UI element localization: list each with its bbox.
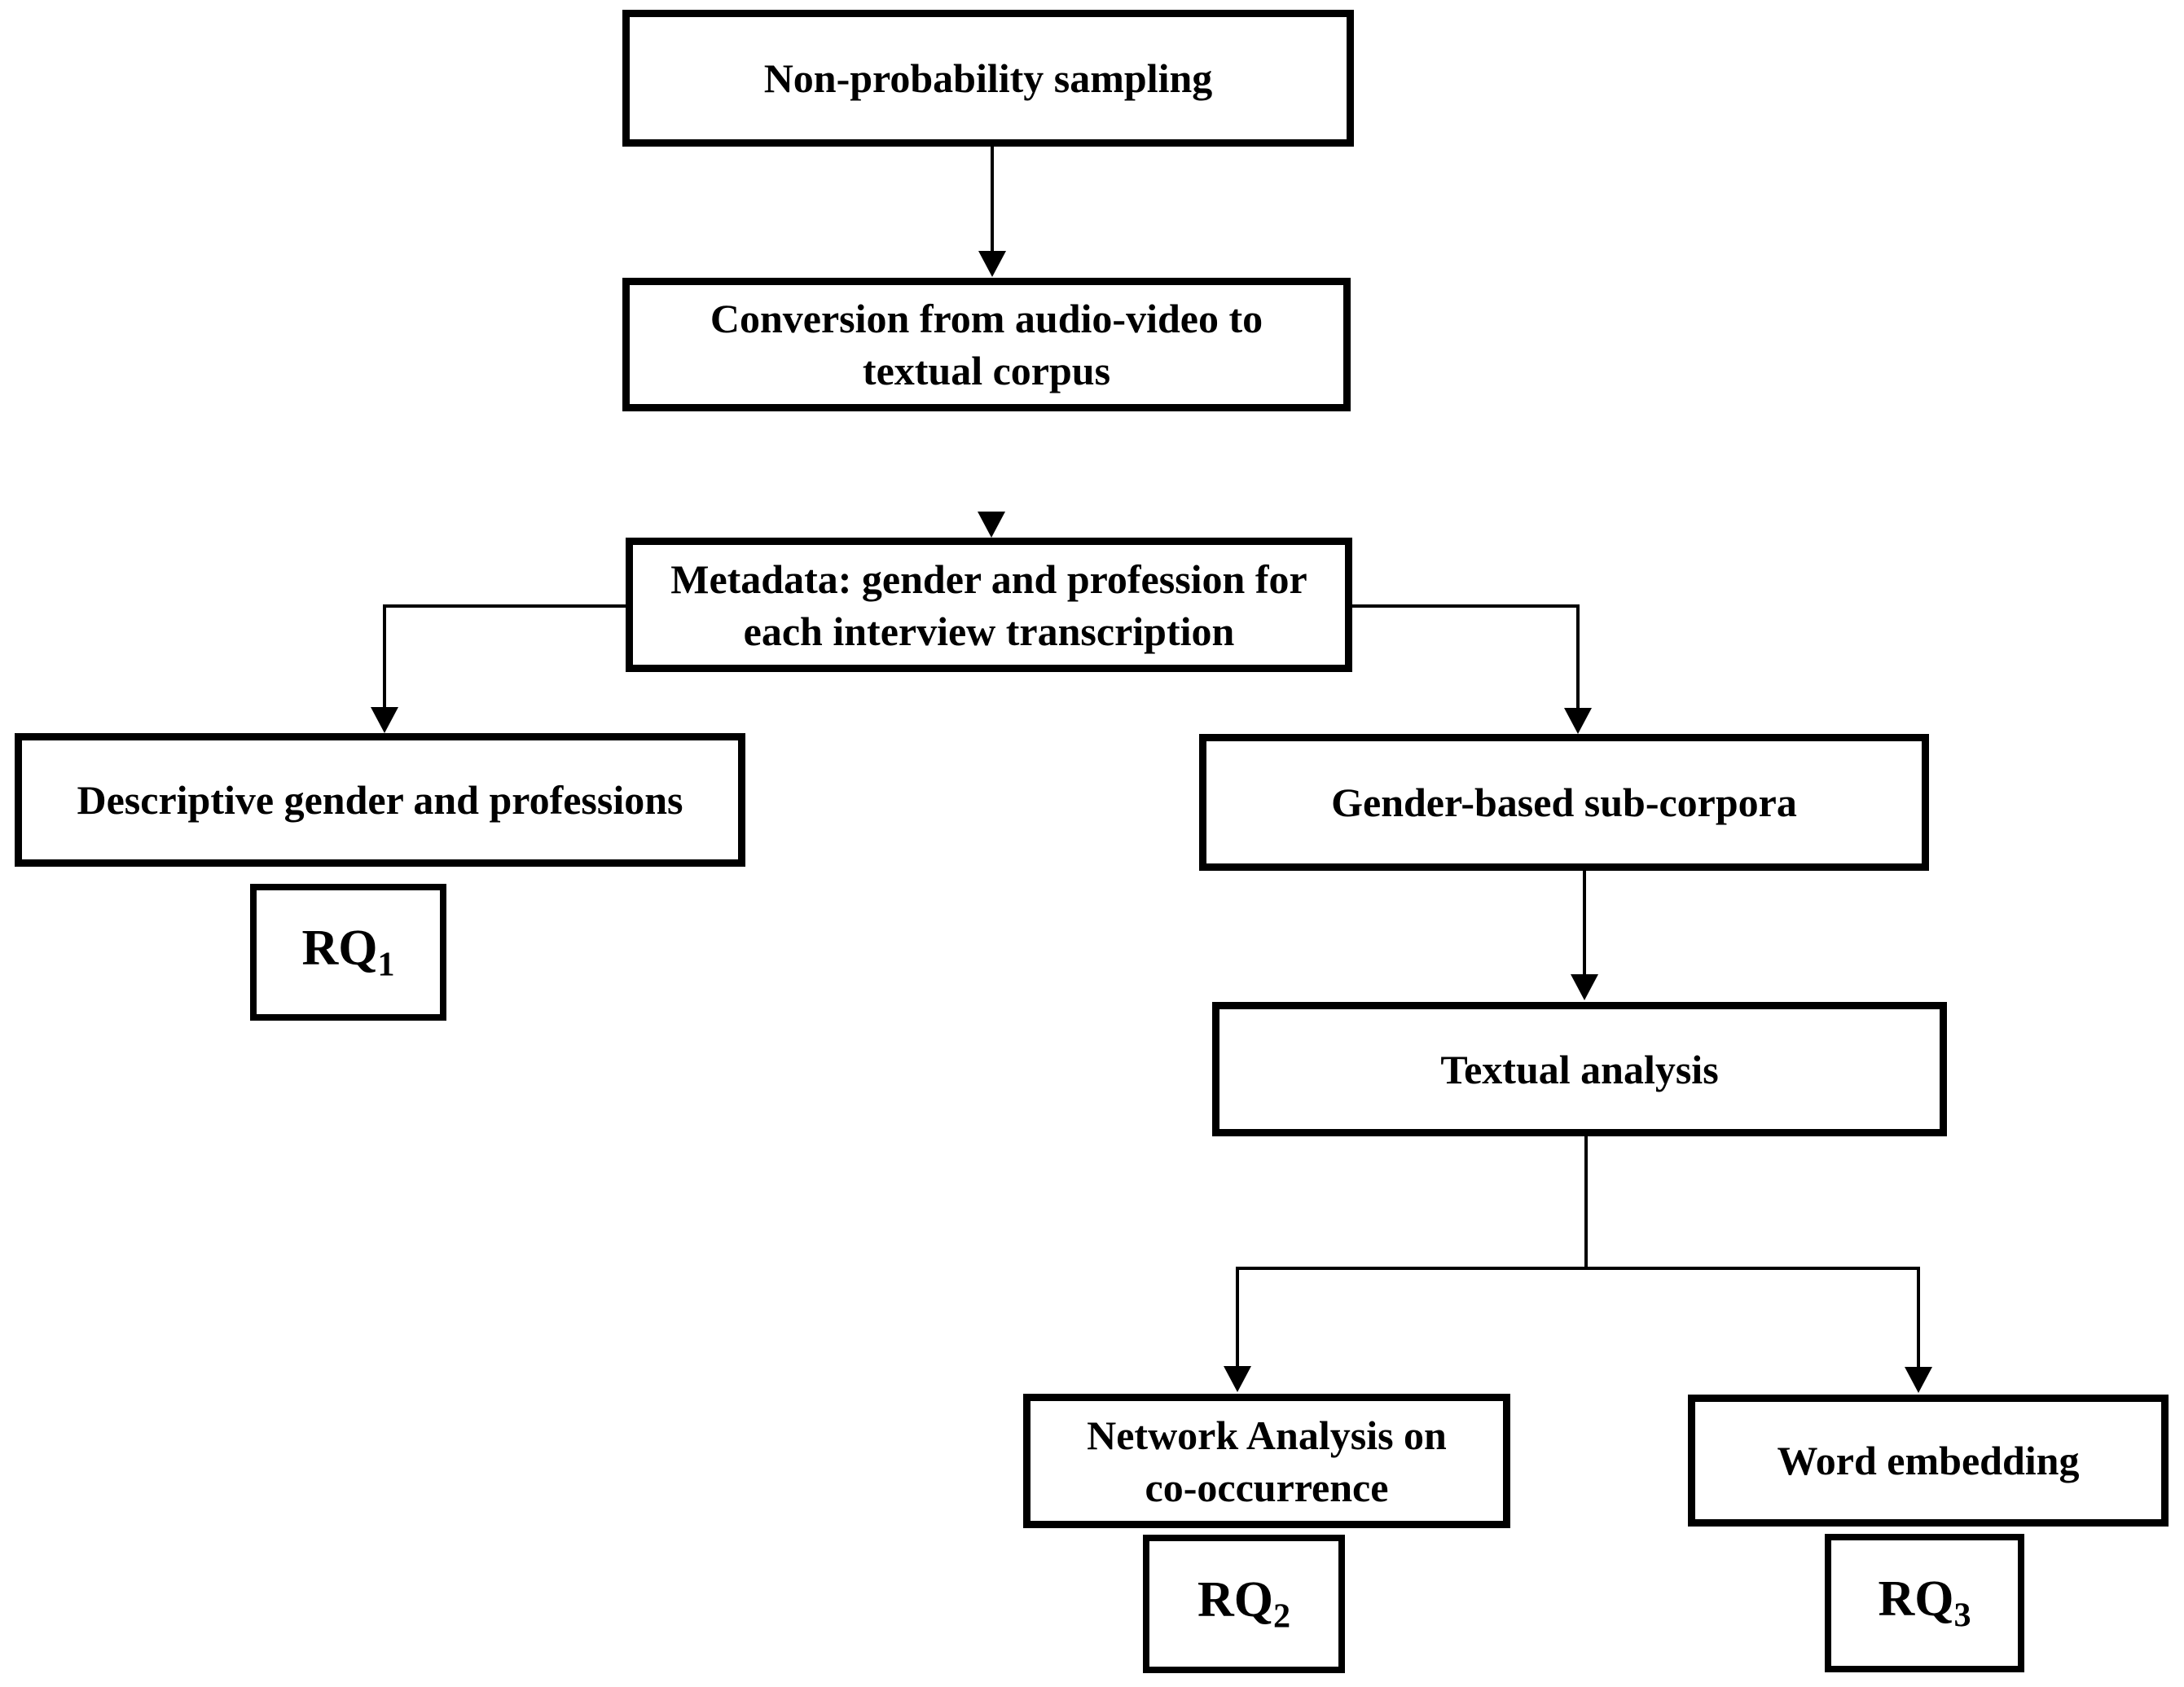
connector-junction-to-network-vline: [1236, 1267, 1239, 1366]
node-non-probability-sampling-label: Non-probability sampling: [763, 55, 1213, 101]
connector-subcorpora-to-textual-arrowhead-icon: [1571, 974, 1598, 1000]
node-word-embedding: Word embedding: [1688, 1395, 2169, 1527]
node-descriptive-gender-professions-label: Descriptive gender and professions: [77, 777, 683, 823]
rq1-base: RQ: [301, 920, 378, 976]
connector-metadata-to-subcorpora-vline: [1576, 604, 1580, 708]
connector-junction-to-embedding-arrowhead-icon: [1905, 1367, 1932, 1393]
connector-metadata-to-descriptive-vline: [383, 604, 386, 707]
node-word-embedding-label: Word embedding: [1777, 1438, 2080, 1483]
connector-junction-hline: [1236, 1267, 1920, 1270]
rq3-subscript: 3: [1953, 1596, 1971, 1635]
node-conversion-audio-video-label: Conversion from audio-video to textual c…: [710, 296, 1263, 393]
connector-metadata-to-subcorpora-arrowhead-icon: [1564, 708, 1592, 734]
connector-subcorpora-to-textual-line: [1583, 871, 1586, 976]
node-rq3-label: RQ3: [1878, 1574, 1971, 1633]
rq1-subscript: 1: [377, 945, 395, 984]
node-rq1-label: RQ1: [301, 923, 394, 982]
connector-junction-to-embedding-vline: [1917, 1267, 1920, 1367]
connector-junction-to-network-arrowhead-icon: [1224, 1366, 1251, 1392]
connector-metadata-to-subcorpora-hline: [1352, 604, 1580, 608]
rq3-base: RQ: [1878, 1571, 1954, 1627]
node-rq2: RQ2: [1143, 1535, 1345, 1673]
node-rq1: RQ1: [250, 884, 446, 1021]
rq2-subscript: 2: [1272, 1597, 1291, 1636]
node-gender-based-sub-corpora: Gender-based sub-corpora: [1199, 734, 1929, 871]
connector-sampling-to-conversion-arrowhead-icon: [978, 251, 1006, 277]
connector-textual-to-junction-vline: [1584, 1136, 1588, 1268]
node-textual-analysis-label: Textual analysis: [1440, 1046, 1719, 1092]
connector-metadata-to-descriptive-hline: [385, 604, 626, 608]
node-network-analysis-co-occurrence-label: Network Analysis on co-occurrence: [1087, 1412, 1447, 1510]
node-metadata-label: Metadata: gender and profession for each…: [670, 556, 1307, 654]
node-network-analysis-co-occurrence: Network Analysis on co-occurrence: [1023, 1394, 1510, 1528]
node-metadata: Metadata: gender and profession for each…: [626, 538, 1352, 672]
connector-sampling-to-conversion-line: [991, 147, 994, 251]
node-conversion-audio-video: Conversion from audio-video to textual c…: [622, 278, 1351, 411]
connector-conversion-to-metadata-arrowhead-icon: [978, 512, 1005, 538]
node-descriptive-gender-professions: Descriptive gender and professions: [15, 733, 745, 867]
node-gender-based-sub-corpora-label: Gender-based sub-corpora: [1331, 780, 1797, 825]
node-rq2-label: RQ2: [1197, 1575, 1290, 1634]
node-non-probability-sampling: Non-probability sampling: [622, 10, 1354, 147]
node-rq3: RQ3: [1825, 1534, 2024, 1672]
node-textual-analysis: Textual analysis: [1212, 1002, 1947, 1136]
connector-metadata-to-descriptive-arrowhead-icon: [371, 707, 398, 733]
rq2-base: RQ: [1197, 1571, 1273, 1628]
